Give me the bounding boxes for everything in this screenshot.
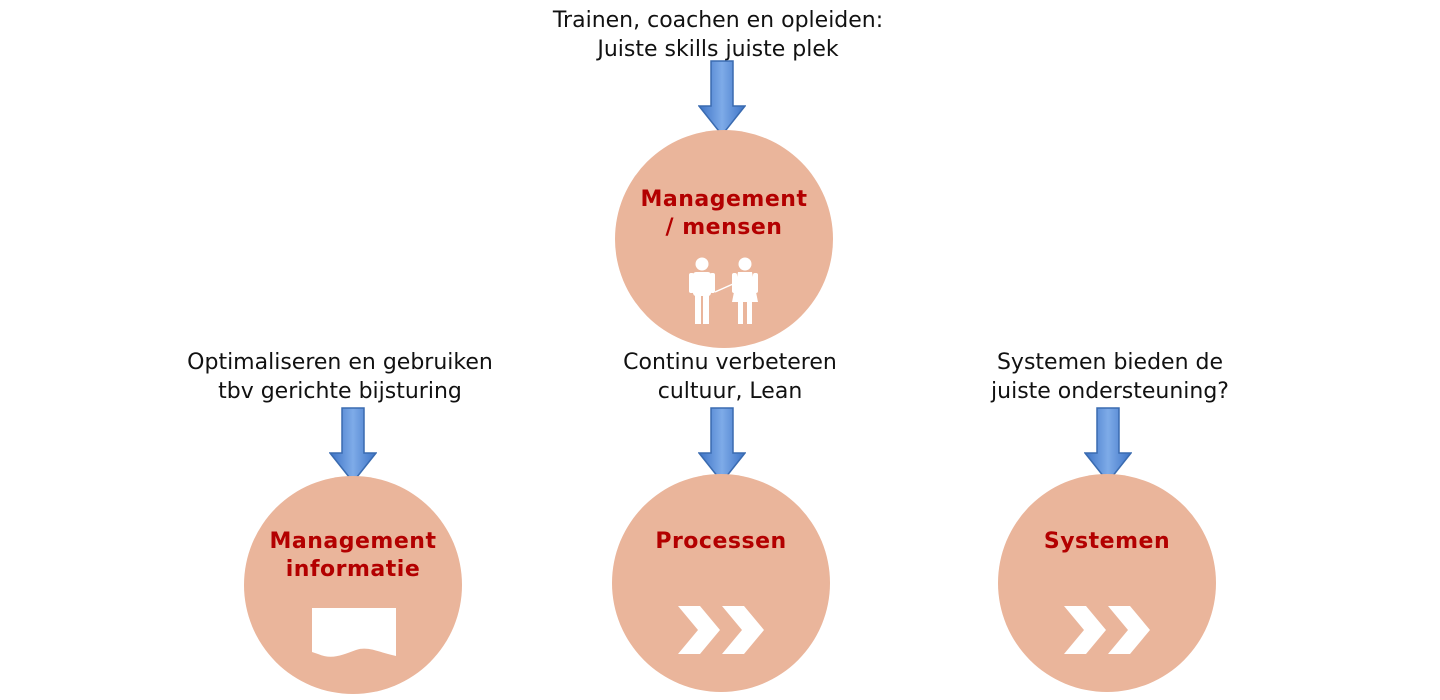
- node-title-line: Processen: [655, 529, 787, 554]
- chevrons-icon: [1064, 606, 1150, 654]
- node-title: Systemen: [998, 528, 1216, 556]
- node-title-line: informatie: [285, 557, 421, 582]
- document-icon: [312, 608, 396, 657]
- caption-line: Trainen, coachen en opleiden:: [552, 8, 884, 33]
- node-title-line: / mensen: [665, 215, 783, 240]
- caption-line: Systemen bieden de: [996, 350, 1224, 375]
- caption-line: juiste ondersteuning?: [991, 379, 1229, 404]
- node-title-line: Systemen: [1043, 529, 1171, 554]
- down-arrow-icon: [698, 407, 746, 483]
- node-title: Processen: [612, 528, 830, 556]
- caption-systemen: Systemen bieden de juiste ondersteuning?: [991, 348, 1229, 406]
- node-title-line: Management: [269, 529, 437, 554]
- node-management-mensen[interactable]: Management / mensen: [615, 130, 833, 348]
- node-title: Management informatie: [244, 528, 462, 584]
- caption-processen: Continu verbeteren cultuur, Lean: [623, 348, 837, 406]
- down-arrow-icon: [329, 407, 377, 483]
- caption-line: Optimaliseren en gebruiken: [187, 350, 493, 375]
- node-systemen[interactable]: Systemen: [998, 474, 1216, 692]
- node-processen[interactable]: Processen: [612, 474, 830, 692]
- people-icon: [689, 257, 758, 324]
- caption-line: cultuur, Lean: [657, 379, 803, 404]
- caption-line: Continu verbeteren: [623, 350, 837, 375]
- caption-management-informatie: Optimaliseren en gebruiken tbv gerichte …: [187, 348, 493, 406]
- caption-management-mensen: Trainen, coachen en opleiden: Juiste ski…: [553, 6, 883, 64]
- chevrons-icon: [678, 606, 764, 654]
- down-arrow-icon: [698, 60, 746, 136]
- node-management-informatie[interactable]: Management informatie: [244, 476, 462, 694]
- caption-line: Juiste skills juiste plek: [597, 37, 839, 62]
- node-title-line: Management: [640, 187, 808, 212]
- down-arrow-icon: [1084, 407, 1132, 483]
- node-title: Management / mensen: [615, 186, 833, 242]
- caption-line: tbv gerichte bijsturing: [218, 379, 462, 404]
